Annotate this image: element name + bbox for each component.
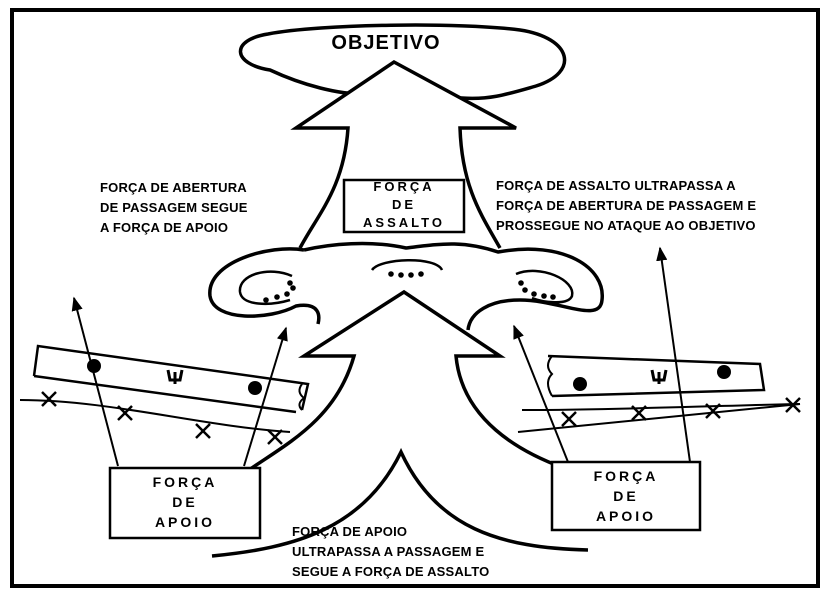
- annotation-right-line-3: PROSSEGUE NO ATAQUE AO OBJETIVO: [496, 218, 756, 233]
- support-right-line-1: FORÇA: [593, 468, 659, 484]
- annotation-left-line-2: DE PASSAGEM SEGUE: [100, 200, 248, 215]
- support-left-line-2: DE: [172, 494, 198, 510]
- support-fire-arrows: [71, 246, 691, 467]
- obstacle-dots: [263, 271, 556, 303]
- assault-force-line-3: ASSALTO: [363, 215, 445, 230]
- obstacle-left: [238, 270, 293, 306]
- obstacle-center: [370, 259, 444, 271]
- assault-force-line-2: DE: [391, 197, 417, 212]
- annotation-right: FORÇA DE ASSALTO ULTRAPASSA A FORÇA DE A…: [496, 176, 756, 236]
- annotation-right-line-2: FORÇA DE ABERTURA DE PASSAGEM E: [496, 198, 757, 213]
- assault-force-line-1: FORÇA: [373, 179, 435, 194]
- breach-force-arrow: [244, 289, 565, 474]
- annotation-left-line-1: FORÇA DE ABERTURA: [100, 180, 247, 195]
- support-force-left-label: FORÇA DE APOIO: [110, 472, 260, 532]
- assault-force-box: [342, 178, 466, 234]
- assault-force-label: FORÇA DE ASSALTO: [344, 178, 464, 232]
- support-force-right-box: [550, 460, 702, 532]
- annotation-right-line-1: FORÇA DE ASSALTO ULTRAPASSA A: [496, 178, 736, 193]
- support-right-line-3: APOIO: [595, 508, 657, 524]
- annotation-bottom-line-1: FORÇA DE APOIO: [292, 524, 408, 539]
- support-advance-arrow: [211, 447, 589, 558]
- annotation-bottom-line-3: SEGUE A FORÇA DE ASSALTO: [292, 564, 490, 579]
- breach-area: [208, 241, 604, 331]
- annotation-left-line-3: A FORÇA DE APOIO: [100, 220, 229, 235]
- support-left-line-1: FORÇA: [152, 474, 218, 490]
- annotation-bottom-line-2: ULTRAPASSA A PASSAGEM E: [292, 544, 485, 559]
- obstacle-right: [515, 269, 574, 304]
- obstacle-belt-right: [517, 354, 801, 433]
- support-right-line-2: DE: [613, 488, 639, 504]
- obstacle-belt-left: [19, 344, 310, 445]
- support-force-right-label: FORÇA DE APOIO: [552, 466, 700, 526]
- diagram-frame: [10, 8, 820, 588]
- objective-label: OBJETIVO: [331, 32, 441, 54]
- annotation-left: FORÇA DE ABERTURA DE PASSAGEM SEGUE A FO…: [100, 178, 248, 238]
- support-left-line-3: APOIO: [154, 514, 216, 530]
- support-force-left-box: [108, 466, 262, 540]
- annotation-bottom: FORÇA DE APOIO ULTRAPASSA A PASSAGEM E S…: [292, 522, 489, 582]
